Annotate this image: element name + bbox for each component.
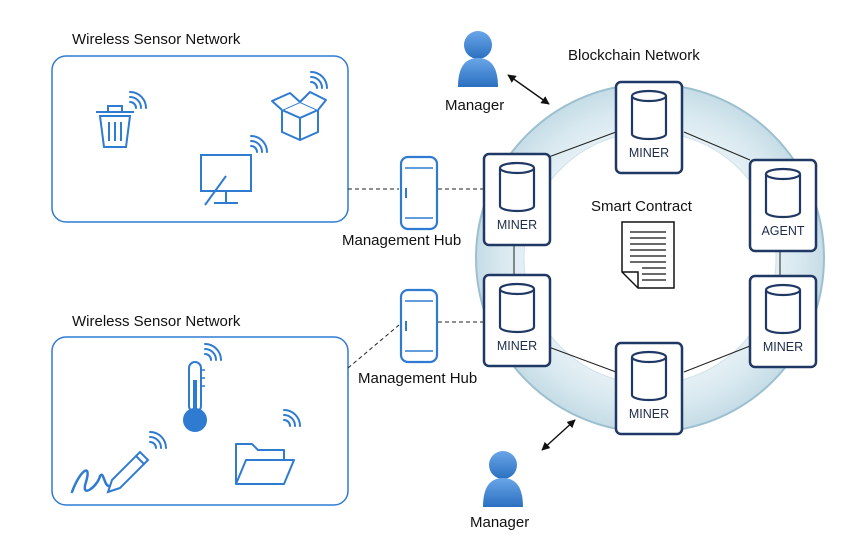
wifi-signal-icon [149,431,167,449]
manager-top-icon [458,31,498,87]
hub-top-icon [399,155,439,231]
database-icon [498,282,536,334]
manager-bottom-arrow [541,419,576,451]
wsn-bottom-title: Wireless Sensor Network [72,313,241,330]
smart-contract-document-icon [621,221,675,289]
database-icon [630,350,668,402]
node-label: MINER [497,218,537,232]
signature-pen-icon [70,450,150,494]
folder-icon [235,443,295,485]
monitor-icon [200,154,252,206]
hub-bottom-icon [399,288,439,364]
node-bottom: MINER [614,341,684,436]
thermometer-icon [183,361,207,432]
database-icon [764,167,802,219]
manager-bottom-icon [483,451,523,507]
signal-arcs [129,71,328,449]
manager-top-label: Manager [445,97,505,114]
hub-top-label: Management Hub [342,232,462,249]
database-icon [630,89,668,141]
wifi-signal-icon [129,91,147,109]
node-upper-left: MINER [482,152,552,247]
wifi-signal-icon [204,343,222,361]
wsn-top-box [51,55,349,223]
wsn-top-title: Wireless Sensor Network [72,31,241,48]
node-label: MINER [629,146,669,160]
package-box-icon [271,91,327,141]
node-connectors [513,131,781,373]
database-icon [498,161,536,213]
wifi-signal-icon [250,135,268,153]
trash-can-icon [96,105,134,148]
smart-contract-label: Smart Contract [591,198,692,215]
dashed-links [347,188,484,369]
wifi-signal-icon [310,71,328,89]
node-label: MINER [497,339,537,353]
blockchain-title: Blockchain Network [568,47,700,64]
node-lower-right: MINER [748,274,818,369]
manager-bottom-label: Manager [470,514,530,531]
node-lower-left: MINER [482,273,552,368]
node-top: MINER [614,80,684,175]
wifi-signal-icon [283,409,301,427]
node-label: AGENT [761,224,804,238]
node-upper-right: AGENT [748,158,818,253]
node-label: MINER [763,340,803,354]
database-icon [764,283,802,335]
node-group: MINER MINER AGENT MINER MINER MINER [482,80,818,436]
hub-bottom-label: Management Hub [358,370,478,387]
manager-top-arrow [507,74,550,105]
node-label: MINER [629,407,669,421]
